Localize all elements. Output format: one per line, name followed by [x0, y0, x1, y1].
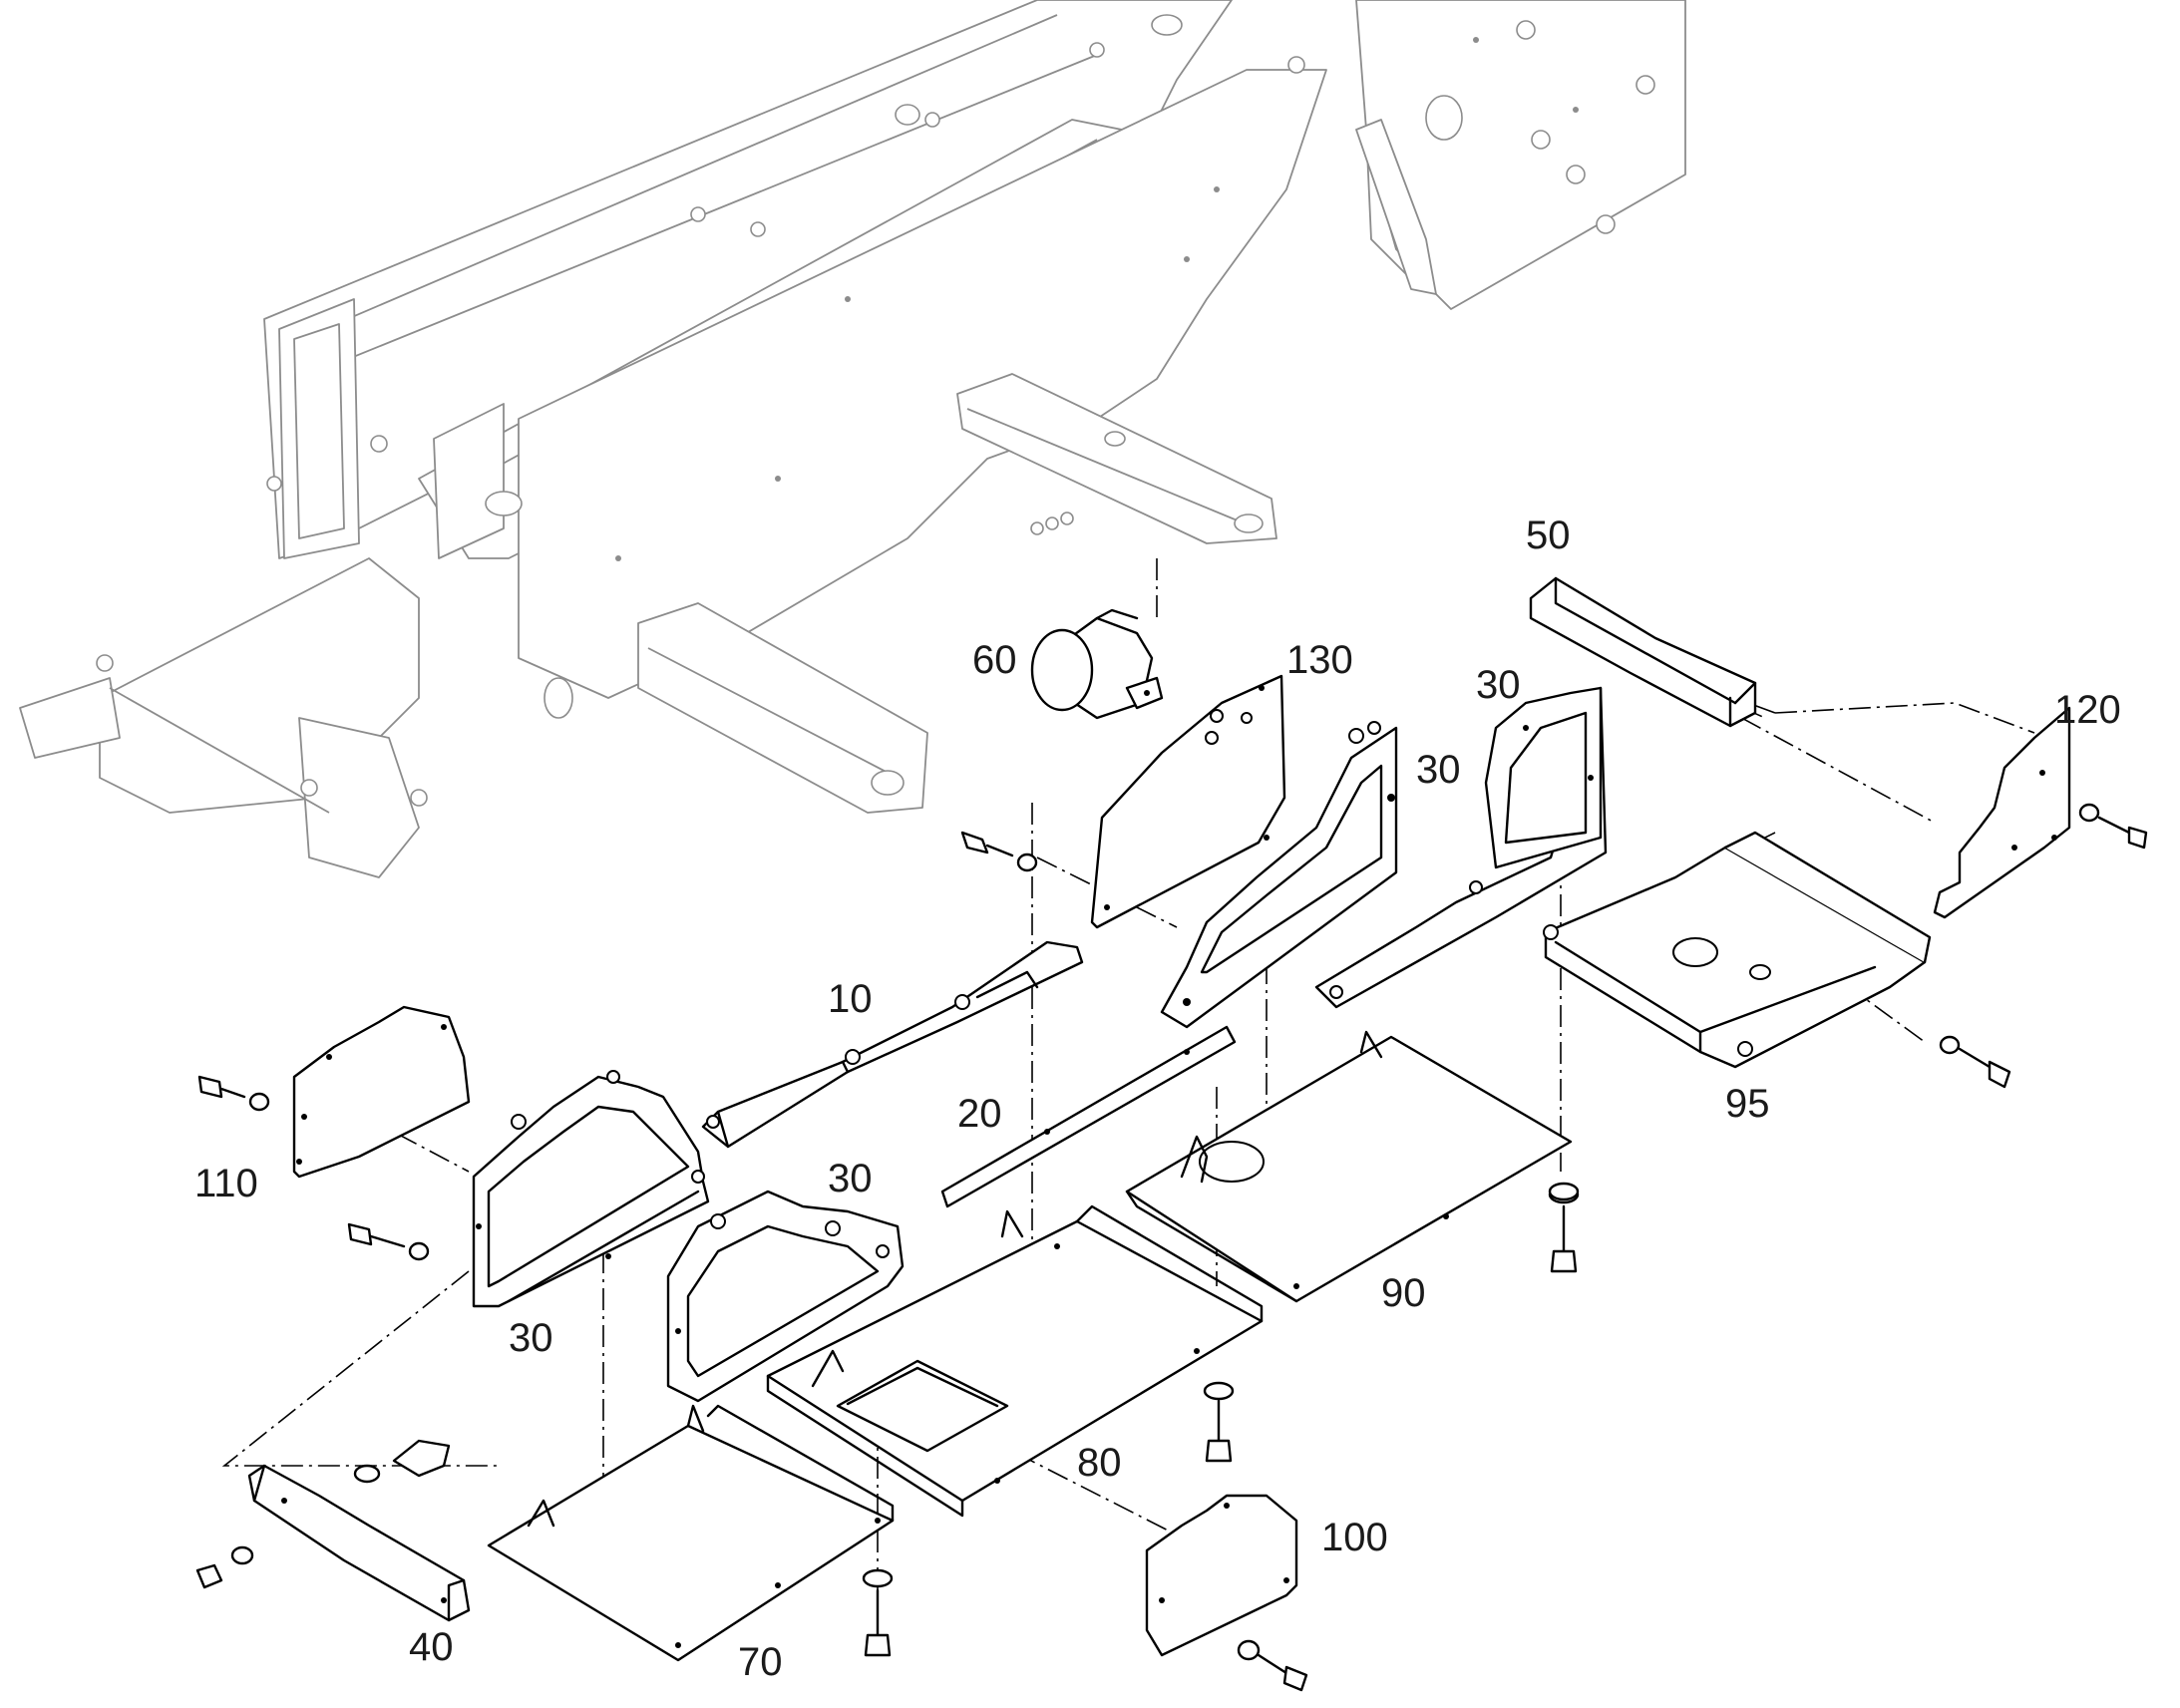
- part-30-frame-upper: [1160, 721, 1398, 1029]
- callout-30-left: 30: [509, 1316, 553, 1360]
- part-70-plate: [487, 1404, 895, 1662]
- callout-labels: 10 20 30 30 30 30 50 60 130 120 110 95 9…: [194, 513, 2121, 1684]
- part-95-tray: [1543, 831, 1932, 1069]
- callout-20: 20: [957, 1092, 1002, 1136]
- chassis-frame: [19, 0, 1686, 878]
- part-90-fasteners: [1548, 1182, 1580, 1201]
- part-50-channel: [1529, 576, 1757, 728]
- part-80-tray: [766, 1204, 1264, 1518]
- callout-70: 70: [738, 1640, 783, 1684]
- part-30-gasket-left: [472, 1070, 710, 1308]
- callout-90: 90: [1381, 1271, 1426, 1315]
- callout-50: 50: [1526, 513, 1571, 557]
- callout-30-upper-right: 30: [1476, 663, 1521, 707]
- part-110-panel: [197, 1005, 471, 1261]
- part-30-gasket-centre: [666, 1190, 905, 1403]
- part-30-long-bracket: [1314, 686, 1608, 1009]
- part-10-bracket: [701, 940, 1084, 1149]
- part-20-strip: [940, 1025, 1237, 1208]
- callout-30-centre: 30: [828, 1157, 873, 1200]
- part-100-panel: [1145, 1494, 1308, 1692]
- part-40-bracket: [195, 1439, 471, 1622]
- callout-10: 10: [828, 977, 873, 1021]
- part-90-plate: [1125, 1030, 1573, 1303]
- part-95-fasteners: [1548, 1035, 2011, 1273]
- callout-30-right: 30: [1416, 748, 1461, 792]
- callout-40: 40: [409, 1625, 454, 1669]
- assembly-center-lines: [221, 558, 2035, 1590]
- part-120-panel: [1933, 706, 2148, 919]
- part-130-panel: [960, 674, 1286, 929]
- callout-60: 60: [972, 638, 1017, 682]
- callout-80: 80: [1077, 1441, 1122, 1485]
- callout-120: 120: [2054, 688, 2121, 732]
- part-60-cylinder: [1030, 608, 1164, 720]
- callout-110: 110: [194, 1162, 258, 1205]
- callout-100: 100: [1321, 1516, 1388, 1559]
- callout-95: 95: [1725, 1082, 1770, 1126]
- callout-130: 130: [1286, 638, 1353, 682]
